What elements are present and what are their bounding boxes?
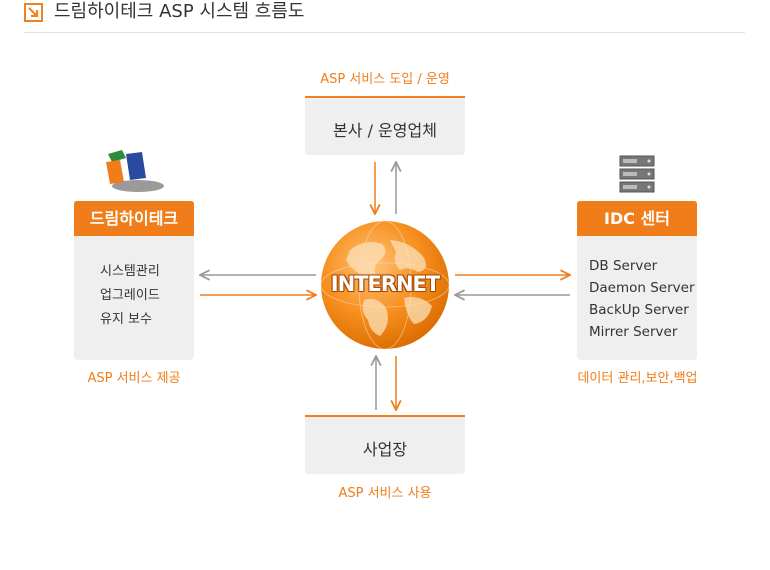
internet-label: INTERNET xyxy=(330,272,440,296)
left-node-items: 시스템관리 업그레이드 유지 보수 xyxy=(100,260,160,332)
globe-icon xyxy=(320,220,450,350)
right-node-header: IDC 센터 xyxy=(577,201,697,236)
list-item: DB Server xyxy=(589,258,658,274)
list-item: 유지 보수 xyxy=(100,312,152,327)
diagram-title-bar: 드림하이테크 ASP 시스템 흐름도 xyxy=(24,0,745,33)
page-title: 드림하이테크 ASP 시스템 흐름도 xyxy=(54,1,305,22)
list-item: BackUp Server xyxy=(589,302,689,318)
left-node-panel: 드림하이테크 시스템관리 업그레이드 유지 보수 xyxy=(74,201,194,360)
arrow-down-right-icon xyxy=(24,3,43,22)
right-node-items: DB Server Daemon Server BackUp Server Mi… xyxy=(589,255,695,343)
bottom-node-caption: ASP 서비스 사용 xyxy=(338,486,432,501)
server-rack-icon xyxy=(619,155,655,193)
bottom-node-box: 사업장 xyxy=(305,415,465,474)
right-node-caption: 데이터 관리,보안,백업 xyxy=(577,371,698,386)
list-item: 업그레이드 xyxy=(100,288,160,303)
list-item: Daemon Server xyxy=(589,280,695,296)
left-node-caption: ASP 서비스 제공 xyxy=(87,371,181,386)
top-node-caption: ASP 서비스 도입 / 운영 xyxy=(320,72,450,87)
list-item: 시스템관리 xyxy=(100,264,160,279)
list-item: Mirrer Server xyxy=(589,324,678,340)
bottom-node-label: 사업장 xyxy=(362,440,408,459)
dh-logo-icon xyxy=(106,150,164,192)
top-node-label: 본사 / 운영업체 xyxy=(333,121,437,140)
top-node-box: 본사 / 운영업체 xyxy=(305,96,465,155)
right-node-panel: IDC 센터 DB Server Daemon Server BackUp Se… xyxy=(577,201,697,360)
left-node-header: 드림하이테크 xyxy=(74,201,194,236)
